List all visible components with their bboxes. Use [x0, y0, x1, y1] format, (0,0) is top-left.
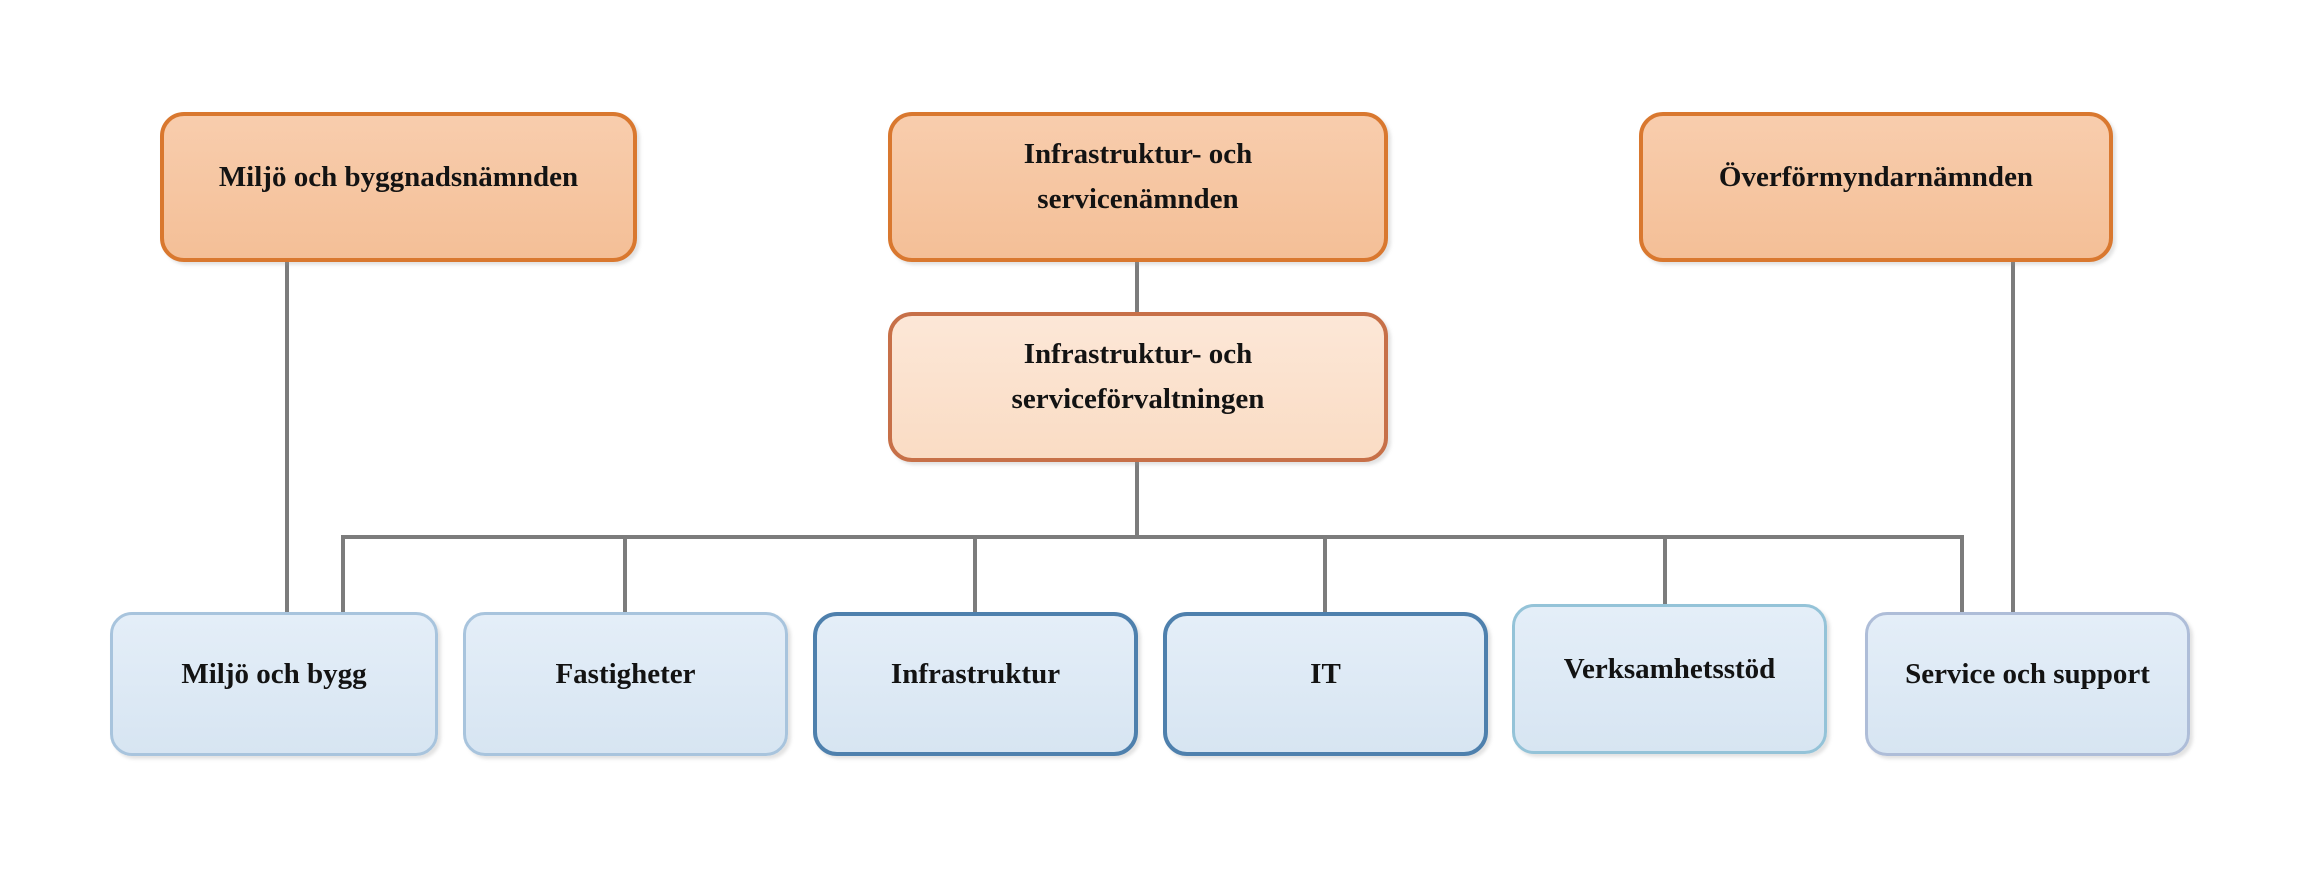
node-overformyndarnamnden: Överförmyndarnämnden	[1639, 112, 2113, 262]
node-infrastruktur-och-servicenamnden: Infrastruktur- och servicenämnden	[888, 112, 1388, 262]
node-label: Infrastruktur	[890, 657, 1061, 690]
node-label: Miljö och byggnadsnämnden	[218, 160, 579, 193]
node-label: Service och support	[1905, 657, 2150, 690]
connector-drop-verksamhetsstod	[1663, 537, 1667, 606]
connector-rail	[341, 535, 1964, 539]
connector-drop-miljo-och-bygg	[341, 537, 345, 614]
connector-drop-service-och-support	[1960, 537, 1964, 614]
node-infrastruktur-och-serviceforvaltningen: Infrastruktur- och serviceförvaltningen	[888, 312, 1388, 462]
node-label: IT	[1310, 657, 1341, 690]
connector-line-forvaltningen-to-rail	[1135, 460, 1139, 537]
connector-line-namnden-to-forvaltningen	[1135, 262, 1139, 314]
node-fastigheter: Fastigheter	[463, 612, 788, 756]
connector-drop-infrastruktur	[973, 537, 977, 614]
node-miljo-och-byggnadsnamnden: Miljö och byggnadsnämnden	[160, 112, 637, 262]
node-infrastruktur: Infrastruktur	[813, 612, 1138, 756]
connector-drop-it	[1323, 537, 1327, 614]
node-label: Miljö och bygg	[181, 657, 367, 690]
connector-line-overformyndarnamnden-to-service-och-support	[2011, 262, 2015, 614]
connector-drop-fastigheter	[623, 537, 627, 614]
node-label: Verksamhetsstöd	[1563, 652, 1776, 685]
node-verksamhetsstod: Verksamhetsstöd	[1512, 604, 1827, 754]
node-service-och-support: Service och support	[1865, 612, 2190, 756]
node-it: IT	[1163, 612, 1488, 756]
node-miljo-och-bygg: Miljö och bygg	[110, 612, 438, 756]
node-label: Överförmyndarnämnden	[1718, 160, 2034, 193]
node-label: Fastigheter	[555, 657, 696, 690]
connector-line-byggnadsnamnden-to-miljo-och-bygg	[285, 262, 289, 612]
node-label: Infrastruktur- och serviceförvaltningen	[1011, 338, 1265, 415]
node-label: Infrastruktur- och servicenämnden	[1023, 138, 1253, 215]
